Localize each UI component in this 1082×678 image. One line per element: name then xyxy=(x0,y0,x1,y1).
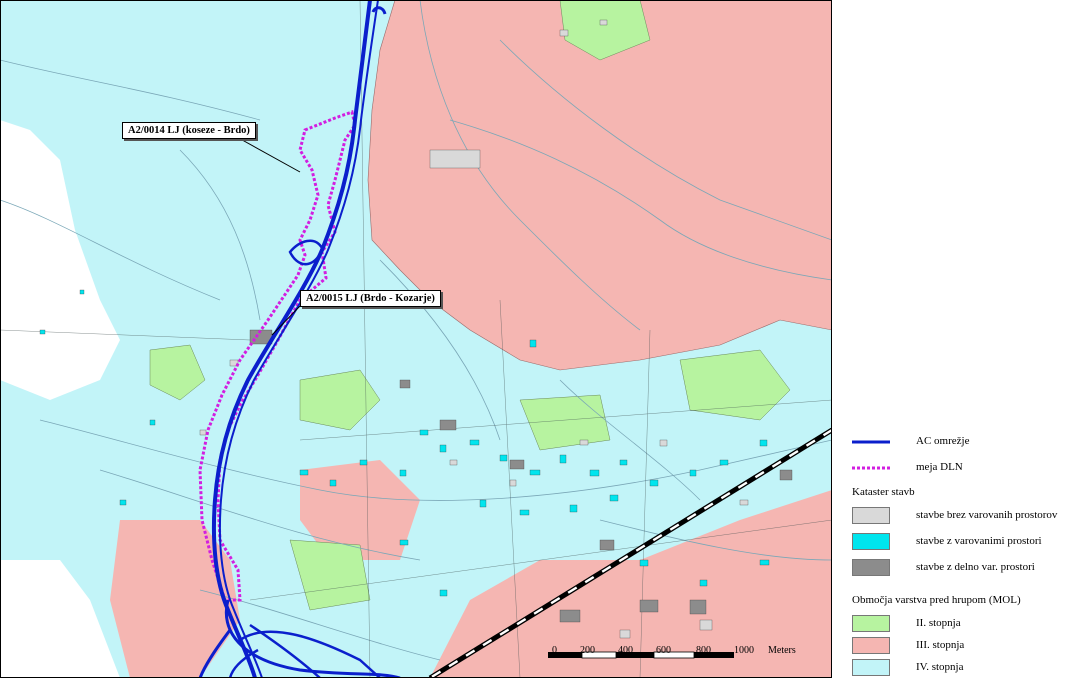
callout-a2-0015: A2/0015 LJ (Brdo - Kozarje) xyxy=(300,290,441,307)
legend-kataster-title: Kataster stavb xyxy=(852,486,915,498)
zone-iii-southwest xyxy=(110,520,240,678)
scale-tick: 0 xyxy=(552,645,557,656)
legend-obmocja-label: II. stopnja xyxy=(916,617,961,629)
road-network xyxy=(0,0,832,661)
unzoned-area-west xyxy=(0,120,120,400)
scale-tick: 600 xyxy=(656,645,671,656)
callout-leader xyxy=(234,135,301,173)
legend-ac: AC omrežje xyxy=(850,432,1082,452)
legend-ac-label: AC omrežje xyxy=(916,435,970,447)
zone-iii-southeast xyxy=(430,490,832,678)
legend-obmocja-item: III. stopnja xyxy=(850,636,1082,656)
legend-kataster-item: stavbe z varovanimi prostori xyxy=(850,532,1082,552)
legend-obmocja-title: Območja varstva pred hrupom (MOL) xyxy=(852,594,1021,606)
callout-leader xyxy=(271,305,301,336)
zone-ii-patch xyxy=(289,539,371,611)
scale-tick: 800 xyxy=(696,645,711,656)
scale-tick: 1000 xyxy=(734,645,754,656)
swatch-partial xyxy=(852,559,890,576)
scale-unit: Meters xyxy=(768,645,796,656)
scale-tick: 200 xyxy=(580,645,595,656)
scale-tick: 400 xyxy=(618,645,633,656)
legend-dln: meja DLN xyxy=(850,458,1082,478)
motorway-network xyxy=(198,0,401,678)
zone-iii-northeast xyxy=(367,0,832,371)
swatch-zone-ii xyxy=(852,615,890,632)
legend-dln-label: meja DLN xyxy=(916,461,963,473)
railway xyxy=(428,427,832,678)
map-legend: AC omrežje meja DLN Kataster stavb stavb… xyxy=(850,420,1082,678)
zone-ii-patch xyxy=(679,349,791,421)
building-cadastre xyxy=(39,19,793,639)
swatch-zone-iv xyxy=(852,659,890,676)
legend-kataster-item: stavbe z delno var. prostori xyxy=(850,558,1082,578)
legend-kataster-label: stavbe z delno var. prostori xyxy=(916,561,1035,573)
zone-ii-patch xyxy=(149,344,206,401)
swatch-zone-iii xyxy=(852,637,890,654)
swatch-unprotected xyxy=(852,507,890,524)
callout-a2-0014: A2/0014 LJ (koseze - Brdo) xyxy=(122,122,256,139)
dln-dotted-icon xyxy=(852,466,890,470)
scale-bar xyxy=(548,651,734,659)
legend-obmocja-item: II. stopnja xyxy=(850,614,1082,634)
legend-obmocja-label: III. stopnja xyxy=(916,639,965,651)
legend-obmocja-item: IV. stopnja xyxy=(850,658,1082,678)
legend-kataster-item: stavbe brez varovanih prostorov xyxy=(850,506,1082,526)
swatch-protected xyxy=(852,533,890,550)
zone-ii-patch xyxy=(519,394,611,451)
legend-kataster-label: stavbe brez varovanih prostorov xyxy=(916,509,1058,521)
zone-ii-patch xyxy=(299,369,381,431)
unzoned-area-southwest xyxy=(0,560,120,678)
ac-line-icon xyxy=(852,440,890,444)
noise-zone-map[interactable] xyxy=(0,0,832,678)
legend-obmocja-label: IV. stopnja xyxy=(916,661,964,673)
legend-kataster-label: stavbe z varovanimi prostori xyxy=(916,535,1042,547)
